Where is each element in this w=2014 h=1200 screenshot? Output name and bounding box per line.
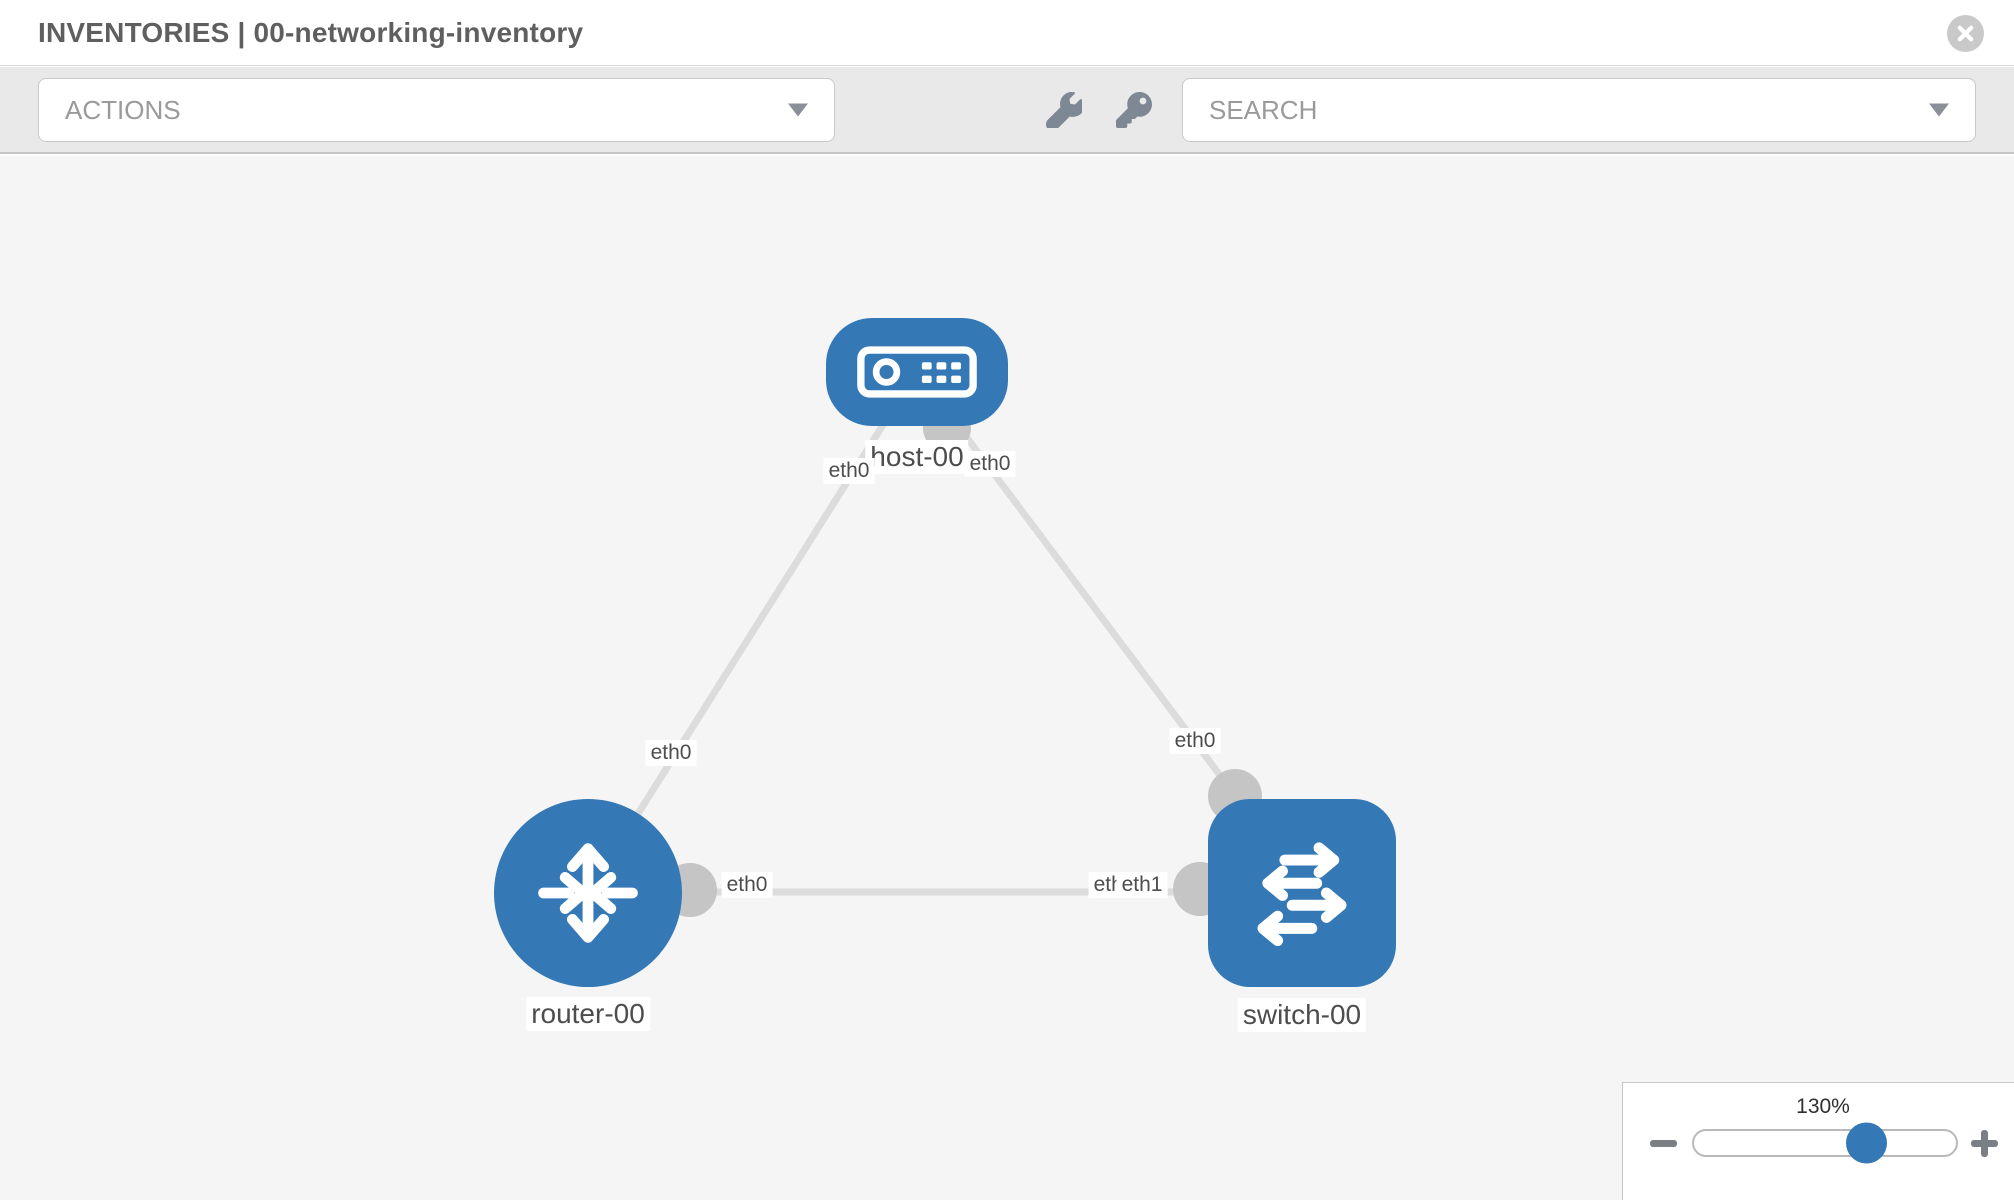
zoom-out-button[interactable] xyxy=(1650,1140,1677,1147)
actions-dropdown-label: ACTIONS xyxy=(65,94,181,125)
interface-label-host-right: eth0 xyxy=(964,451,1016,477)
search-dropdown[interactable]: SEARCH xyxy=(1182,78,1976,142)
interface-label-router-diag: eth0 xyxy=(645,740,697,766)
close-button[interactable] xyxy=(1947,15,1984,52)
switch-arrows-icon xyxy=(1257,842,1347,947)
key-button[interactable] xyxy=(1116,91,1152,128)
topology-canvas[interactable]: host-00 router-00 switch-00 eth0 eth0 et… xyxy=(0,156,2014,1200)
interface-label-router-horiz: eth0 xyxy=(721,872,773,898)
key-icon xyxy=(1116,91,1152,128)
node-host[interactable] xyxy=(826,318,1008,426)
node-label-router: router-00 xyxy=(526,997,650,1031)
zoom-slider-handle[interactable] xyxy=(1846,1122,1887,1164)
zoom-slider[interactable] xyxy=(1692,1122,1958,1164)
interface-label-switch-horiz: eth1 xyxy=(1116,872,1168,898)
router-arrows-icon xyxy=(538,843,638,943)
header: INVENTORIES | 00-networking-inventory xyxy=(0,0,2014,66)
zoom-in-button[interactable] xyxy=(1971,1130,1998,1157)
node-label-host: host-00 xyxy=(865,440,969,474)
zoom-level-value: 130% xyxy=(1796,1095,1850,1118)
wrench-icon xyxy=(1046,91,1082,128)
chevron-down-icon xyxy=(1929,103,1949,117)
chevron-down-icon xyxy=(788,103,808,117)
links-layer xyxy=(585,368,1302,917)
page-title: INVENTORIES | 00-networking-inventory xyxy=(38,16,584,48)
actions-dropdown[interactable]: ACTIONS xyxy=(38,78,835,142)
wrench-button[interactable] xyxy=(1046,91,1082,128)
node-label-switch: switch-00 xyxy=(1237,998,1367,1032)
close-icon xyxy=(1957,25,1974,42)
interface-label-host-left: eth0 xyxy=(823,458,875,484)
zoom-panel: 130% xyxy=(1622,1082,2014,1200)
search-dropdown-placeholder: SEARCH xyxy=(1209,94,1318,125)
node-switch[interactable] xyxy=(1208,799,1396,987)
server-icon xyxy=(857,346,977,398)
interface-label-switch-diag: eth0 xyxy=(1169,728,1221,754)
node-router[interactable] xyxy=(494,799,682,987)
toolbar: ACTIONS SEARCH xyxy=(0,67,2014,154)
